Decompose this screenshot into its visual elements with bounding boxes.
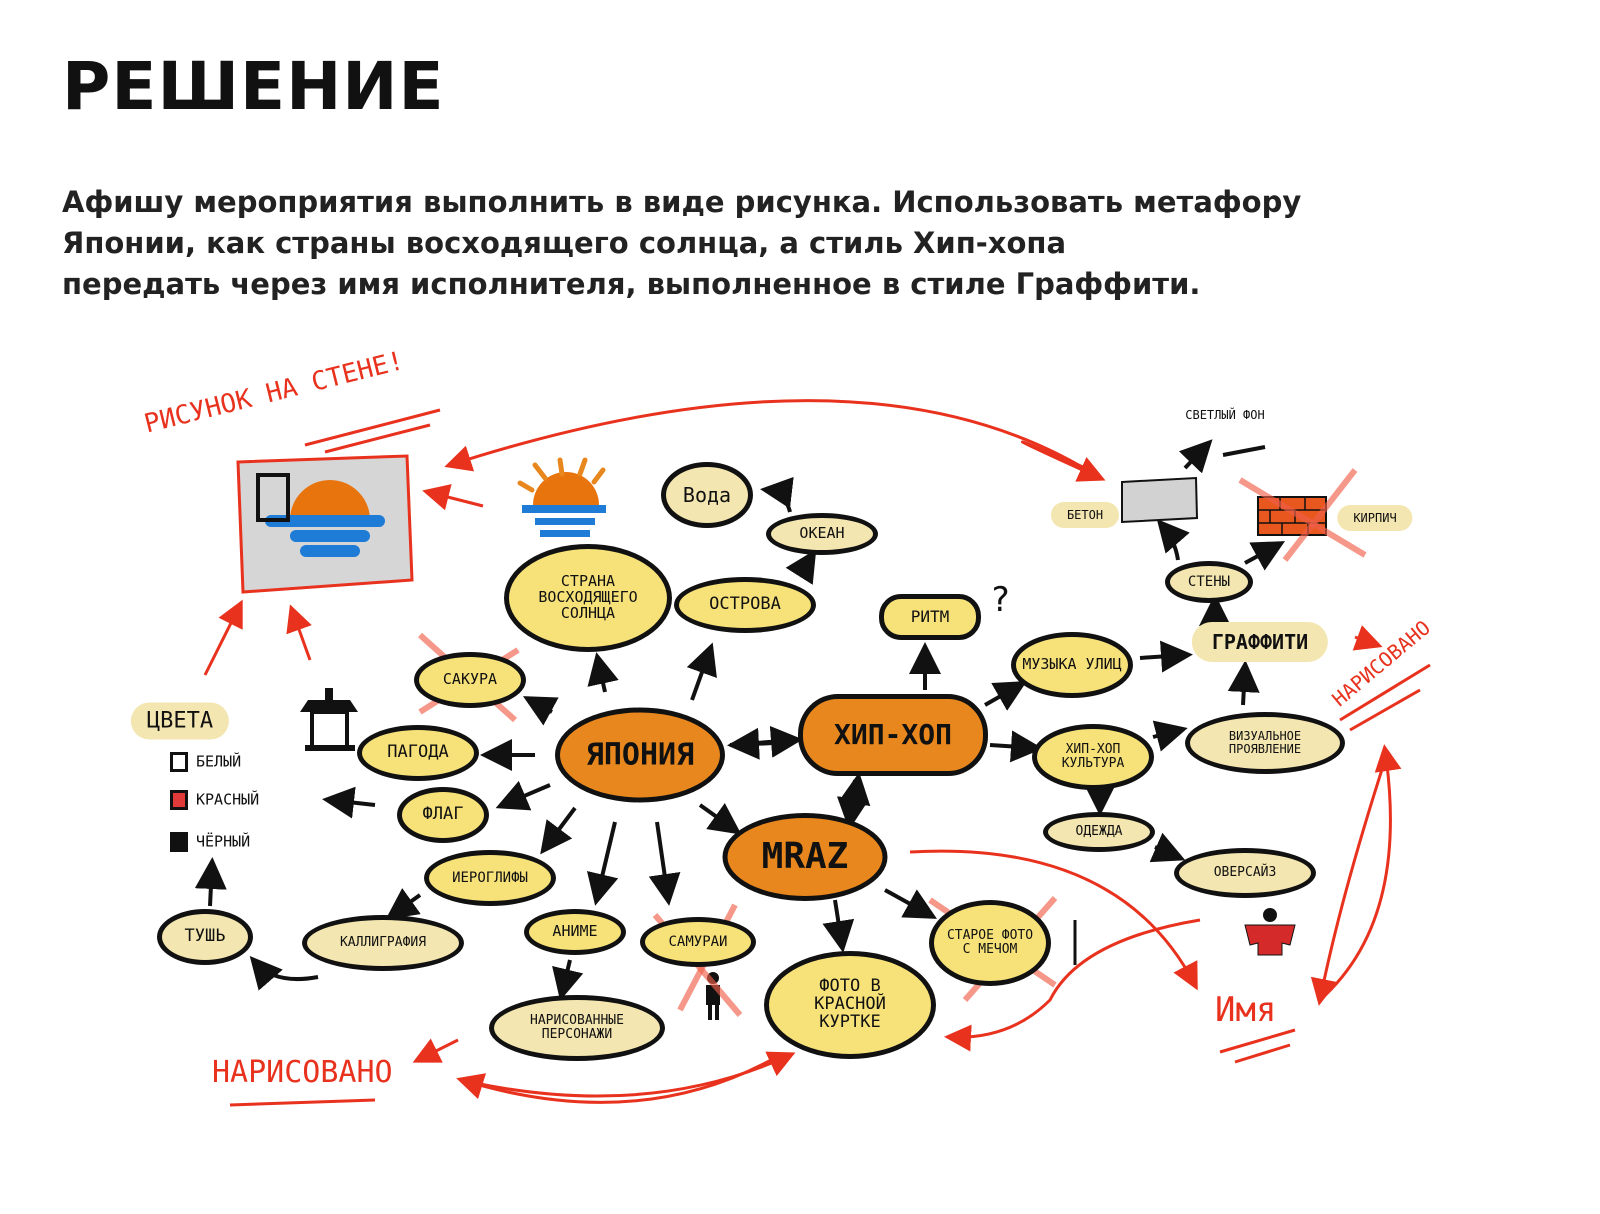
node-sakura: САКУРА [414,652,526,708]
node-ocean: ОКЕАН [766,513,878,555]
color-label: КРАСНЫЙ [196,790,260,809]
black-arrows [194,439,1286,1001]
description-line: Афишу мероприятия выполнить в виде рисун… [62,185,1302,219]
node-rhythm: РИТМ [879,594,981,640]
annotation-drawn-left: НАРИСОВАНО [212,1055,393,1090]
red-underlines [229,408,1431,1107]
description-line: передать через имя исполнителя, выполнен… [62,267,1201,301]
node-calligraphy: КАЛЛИГРАФИЯ [302,915,464,971]
node-hieroglyphs: ИЕРОГЛИФЫ [424,850,556,906]
node-japan: ЯПОНИЯ [555,707,725,803]
node-drawn-characters: НАРИСОВАННЫЕ ПЕРСОНАЖИ [489,995,665,1061]
slide-description: Афишу мероприятия выполнить в виде рисун… [62,182,1301,305]
concrete-swatch [1121,476,1199,524]
node-red-jacket-photo: ФОТО В КРАСНОЙ КУРТКЕ [764,951,936,1059]
color-white: БЕЛЫЙ [170,752,241,772]
node-anime: АНИМЕ [524,909,626,955]
brick-swatch [1257,496,1327,536]
node-hiphop-culture: ХИП-ХОП КУЛЬТУРА [1032,724,1154,790]
node-mraz: MRAZ [722,813,888,901]
red-arrows [203,399,1402,1104]
label-brick: КИРПИЧ [1337,505,1413,531]
color-label: ЧЁРНЫЙ [196,832,251,851]
node-rising-sun-country: СТРАНА ВОСХОДЯЩЕГО СОЛНЦА [504,544,672,652]
color-label: БЕЛЫЙ [196,752,242,771]
description-line: Японии, как страны восходящего солнца, а… [62,226,1067,260]
node-islands: ОСТРОВА [674,577,816,633]
node-walls: СТЕНЫ [1165,561,1253,603]
node-pagoda: ПАГОДА [357,725,479,781]
node-water: Вода [661,462,753,528]
pagoda-drawing [300,688,358,751]
node-clothes: ОДЕЖДА [1043,812,1155,852]
white-swatch [170,752,188,772]
wall-drawing-picture [236,454,414,594]
black-swatch [170,832,188,852]
rising-sun-drawing [517,457,606,537]
color-black: ЧЁРНЫЙ [170,832,250,852]
node-graffiti: ГРАФФИТИ [1191,622,1329,662]
question-mark: ? [990,580,1011,620]
node-ink: ТУШЬ [157,909,253,965]
annotation-name: Имя [1215,990,1277,1030]
color-red: КРАСНЫЙ [170,790,259,810]
colors-title: ЦВЕТА [130,702,230,740]
label-light-background: СВЕТЛЫЙ ФОН [1185,408,1265,422]
label-concrete: БЕТОН [1050,502,1120,528]
node-old-photo-sword: СТАРОЕ ФОТО С МЕЧОМ [929,900,1051,986]
node-flag: ФЛАГ [397,787,489,843]
node-hiphop: ХИП-ХОП [798,694,988,776]
red-swatch [170,790,188,810]
node-visual-expression: ВИЗУАЛЬНОЕ ПРОЯВЛЕНИЕ [1185,712,1345,774]
node-street-music: МУЗЫКА УЛИЦ [1011,632,1133,698]
slide-title: РЕШЕНИЕ [62,48,445,125]
node-samurai: САМУРАИ [640,917,756,967]
node-oversize: ОВЕРСАЙЗ [1174,848,1316,898]
red-jacket-figure [1244,908,1296,956]
